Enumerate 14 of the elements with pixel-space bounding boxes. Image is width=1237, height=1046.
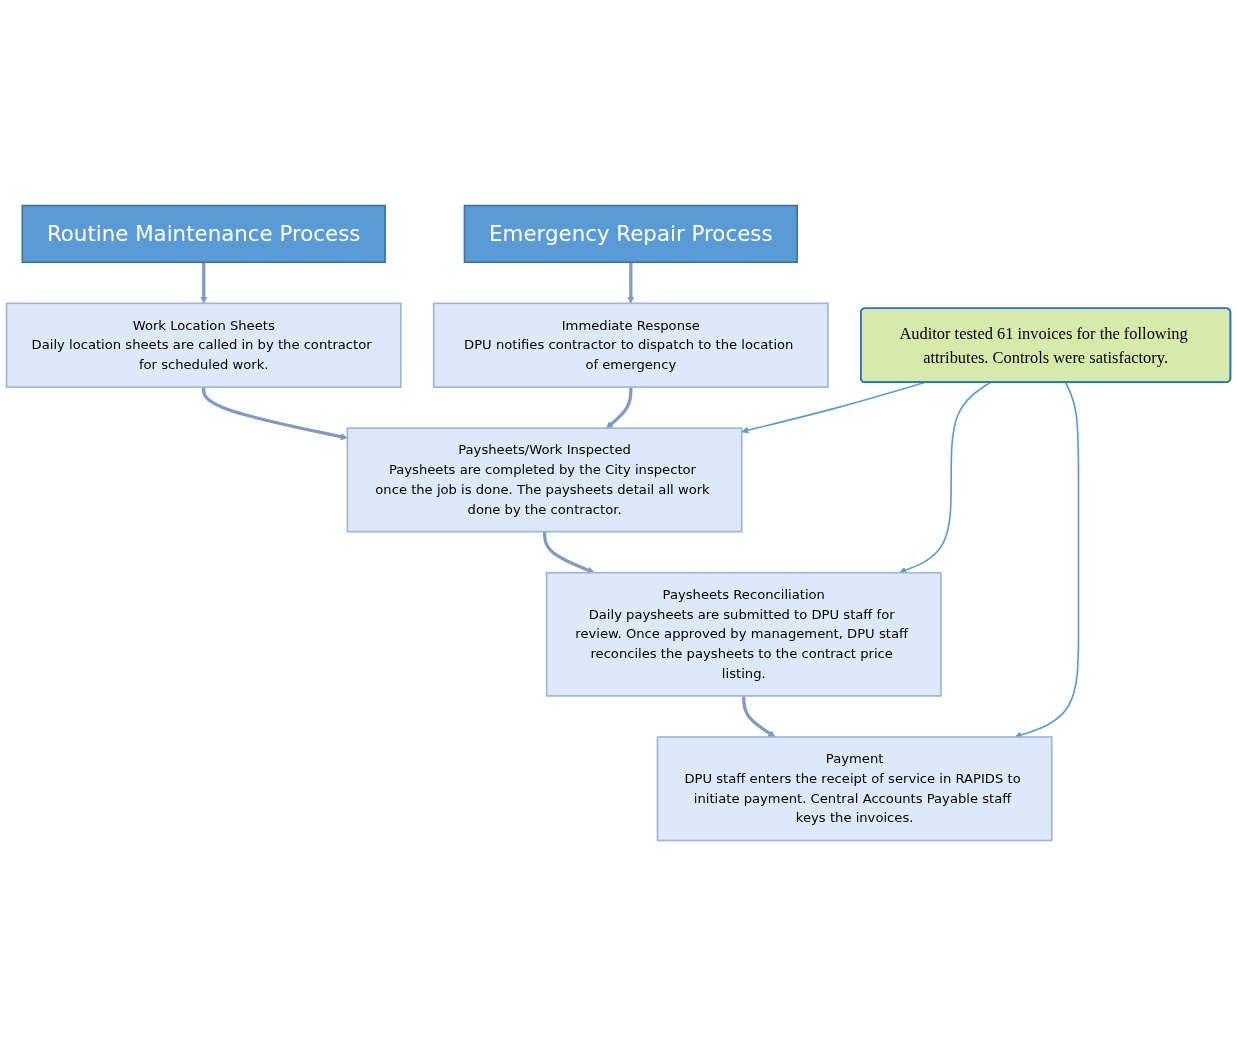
arrow [606, 387, 633, 429]
node-box: Immediate Response DPU notifies contractor to dispatch to the location of emergency [432, 302, 829, 388]
node-box: Paysheets/Work Inspected Paysheets are completed by the City inspector once the job is done. The paysheets detail all work done by the contractor. [346, 427, 743, 533]
node-box: Work Location Sheets Daily location sheets are called in by the contractor for scheduled work. [5, 302, 402, 388]
arrow [899, 381, 991, 574]
arrow [542, 531, 595, 574]
arrow [200, 262, 208, 304]
node-box: Paysheets Reconciliation Daily paysheets are submitted to DPU staff for review. Once approved by management, DPU staff reconciles the paysheets to the contract price listing. [545, 571, 942, 697]
arrow [202, 387, 348, 441]
node-box: Routine Maintenance Process [21, 204, 386, 264]
arrow [742, 695, 776, 738]
node-box: Payment DPU staff enters the receipt of service in RAPIDS to initiate payment. Central Accounts Payable staff keys the invoices. [656, 736, 1053, 842]
node-box: Emergency Repair Process [463, 204, 798, 264]
arrow [627, 262, 635, 304]
